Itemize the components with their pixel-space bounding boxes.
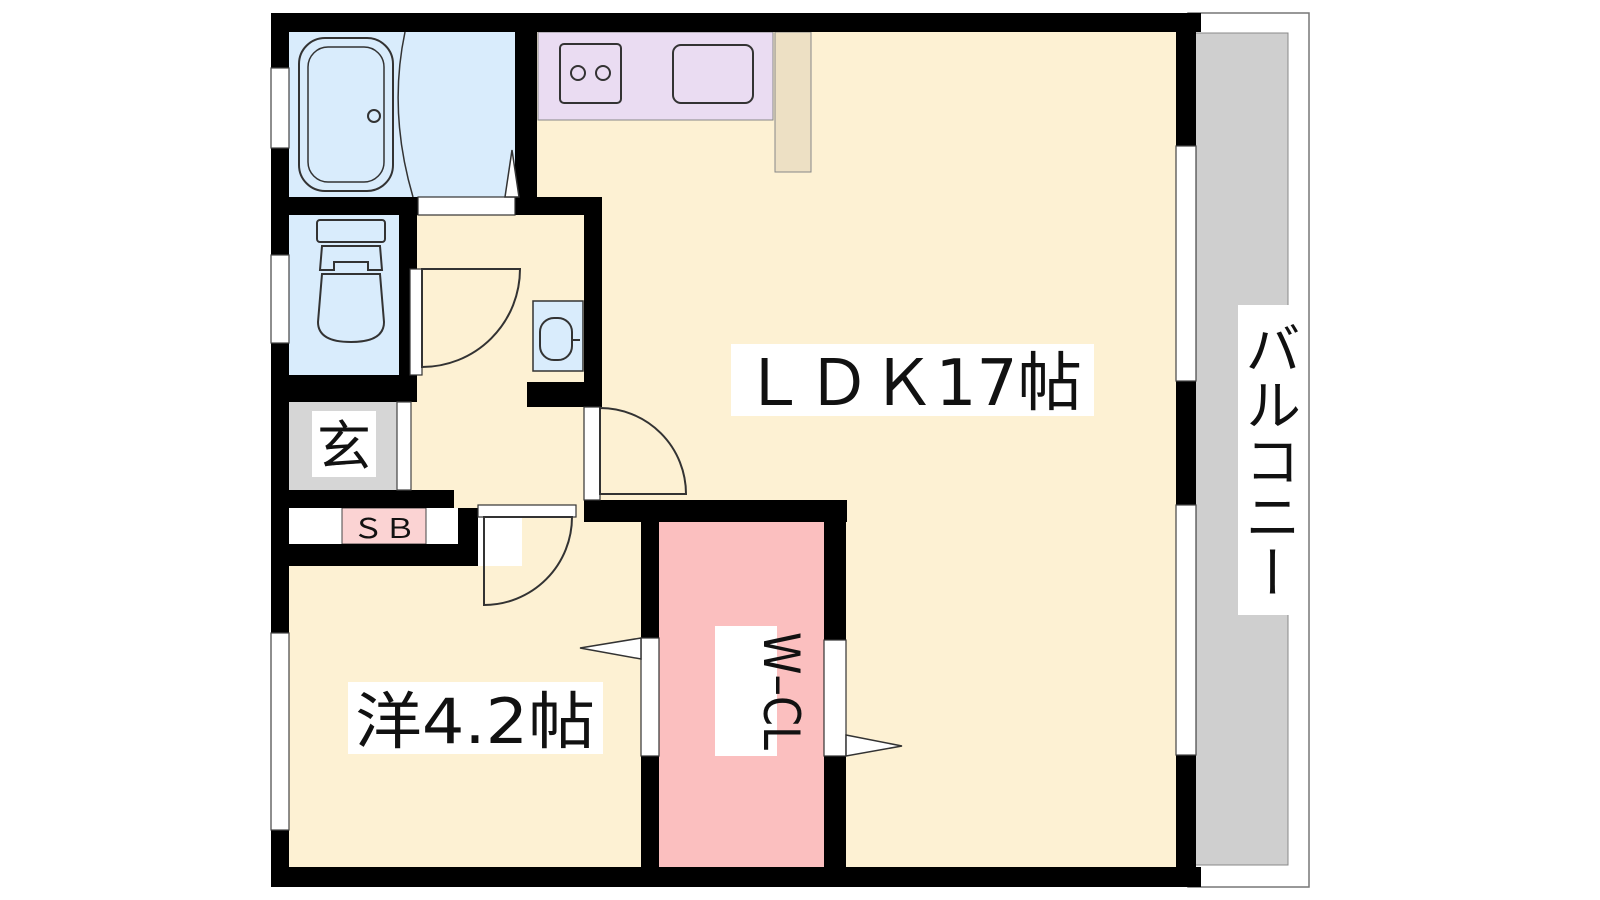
bathtub-icon — [298, 37, 394, 192]
balcony-label: バルコニー — [1236, 305, 1301, 615]
ldk-label-text: ＬＤＫ17帖 — [742, 347, 1082, 421]
sink-icon — [672, 44, 754, 104]
entrance-label-text: 玄 — [317, 415, 371, 478]
windows — [270, 67, 1197, 831]
washbasin-icon — [532, 300, 584, 372]
western-room-label: 洋4.2帖 — [348, 682, 603, 758]
closet-label-text: W–CL — [752, 632, 810, 750]
western-room-label-text: 洋4.2帖 — [355, 685, 595, 758]
closet-label: W–CL — [715, 626, 810, 756]
entrance-door-hole — [294, 519, 320, 539]
entrance-door — [396, 401, 412, 491]
ldk-label: ＬＤＫ17帖 — [731, 344, 1094, 421]
bath-curtain — [397, 31, 414, 198]
entrance-label: 玄 — [312, 411, 376, 478]
shoe-box-label: ＳＢ — [352, 514, 416, 545]
balcony-label-text: バルコニー — [1236, 320, 1301, 600]
counter-partition — [774, 31, 812, 173]
shoe-box — [341, 507, 427, 545]
stove-icon — [559, 43, 622, 104]
bathroom-floor — [289, 32, 515, 197]
toilet-icon — [316, 219, 386, 344]
doors — [409, 149, 903, 757]
